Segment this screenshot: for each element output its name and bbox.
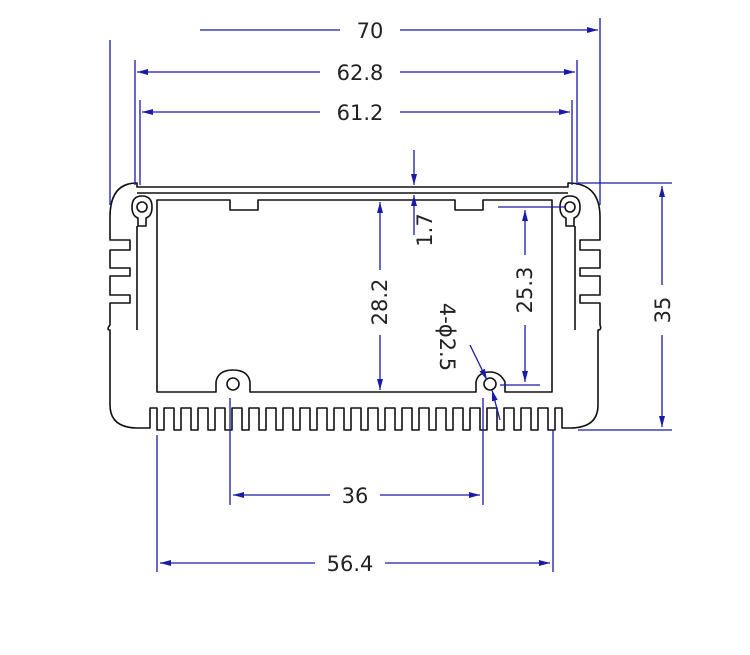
dimension-inner-width-label: 61.2 <box>337 101 384 125</box>
dimension-inner-width: 61.2 <box>142 101 570 125</box>
dimension-bottom-fin-width: 56.4 <box>160 552 550 576</box>
right-top-screw-hole <box>564 201 576 213</box>
dimension-wall-thickness: 1.7 <box>411 150 437 247</box>
right-top-screw-slot <box>559 195 581 227</box>
dimension-bottom-fin-width-label: 56.4 <box>327 552 374 576</box>
left-top-screw-slot <box>131 195 153 227</box>
dimension-hole-vertical-spacing: 25.3 <box>513 210 537 382</box>
dimension-inner-height: 28.2 <box>368 202 392 390</box>
dimension-screw-hole-label: 4-ϕ2.5 <box>435 303 459 371</box>
dimension-hole-vertical-spacing-label: 25.3 <box>513 267 537 314</box>
dimension-overall-width-label: 70 <box>357 19 384 43</box>
right-bottom-screw-hole <box>483 377 497 391</box>
dimension-outer-shell-width-label: 62.8 <box>337 61 384 85</box>
dimension-hole-horizontal-spacing: 36 <box>233 484 480 508</box>
dimension-wall-thickness-label: 1.7 <box>413 213 437 246</box>
dimension-hole-horizontal-spacing-label: 36 <box>342 484 369 508</box>
aluminum-profile <box>107 182 602 431</box>
left-top-screw-hole <box>136 201 148 213</box>
dimension-outer-shell-width: 62.8 <box>137 61 575 85</box>
dimension-overall-height: 35 <box>651 186 675 427</box>
dimension-inner-height-label: 28.2 <box>368 279 392 326</box>
profile-inner-cavity <box>156 199 553 393</box>
profile-outer-outline <box>107 182 602 431</box>
extension-lines <box>109 18 672 572</box>
dimension-overall-width: 70 <box>200 19 598 43</box>
dimension-overall-height-label: 35 <box>651 297 675 324</box>
dimension-screw-hole: 4-ϕ2.5 <box>435 303 501 421</box>
left-bottom-screw-hole <box>226 377 240 391</box>
